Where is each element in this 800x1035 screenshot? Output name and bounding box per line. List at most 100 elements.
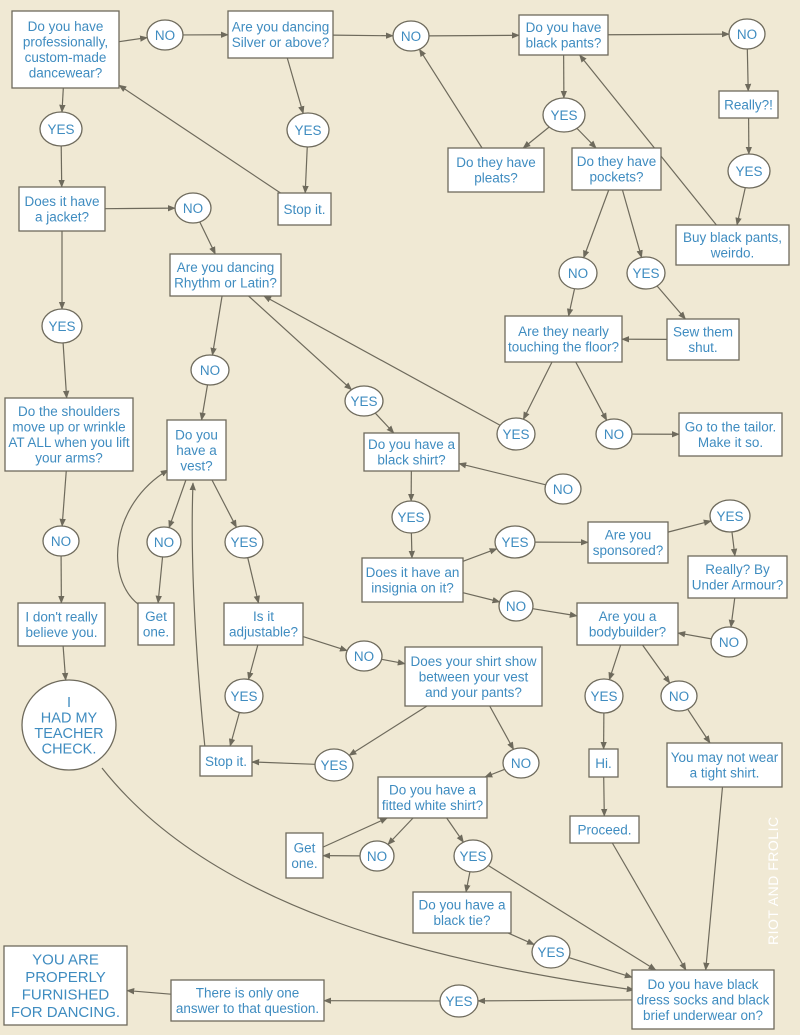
arrow-q_white_shirt-to-no_white	[387, 817, 414, 846]
node-hi: Hi.	[588, 748, 619, 778]
arrow-buy_pants-to-q_black_pants	[579, 54, 717, 226]
node-text: YES	[230, 689, 257, 704]
node-text: NO	[553, 482, 573, 497]
arrow-proceed-to-q_socks	[611, 842, 687, 971]
node-text: dress socks and black	[637, 992, 770, 1007]
arrow-no_vest-to-get_one_1	[155, 556, 164, 604]
node-text: NO	[154, 535, 174, 550]
node-text: YES	[537, 945, 564, 960]
node-text: Are they nearly	[518, 324, 609, 339]
node-text: NO	[367, 849, 387, 864]
arrow-q_pockets-to-no_pockets	[583, 189, 610, 259]
arrow-q_silver-to-no_2	[332, 32, 394, 39]
arrow-no_pockets-to-q_touching	[566, 288, 576, 317]
node-text: Do you have a	[368, 437, 456, 452]
node-text: dancewear?	[29, 66, 103, 81]
node-yes-adjustable: YES	[224, 678, 264, 714]
arrow-tight_shirt-to-q_socks	[703, 786, 724, 971]
arrow-q_insignia-to-no_insignia	[462, 592, 501, 604]
node-text: Buy black pants,	[683, 230, 782, 245]
node-text: Do you	[175, 427, 218, 442]
arrow-q_shirt_show-to-yes_shirt_show	[348, 705, 428, 756]
node-q-custom: Do you haveprofessionally,custom-madedan…	[11, 10, 120, 89]
node-text: pockets?	[589, 170, 643, 185]
arrow-no_rhythm-to-q_vest	[199, 384, 209, 421]
arrow-q_shirt_show-to-no_shirt_show	[489, 705, 515, 751]
arrow-really_ua-to-no_ua	[728, 597, 736, 628]
node-no-black-shirt: NO	[544, 473, 582, 505]
arrow-q_silver-to-yes_silver	[286, 57, 305, 115]
node-yes-bodybuilder: YES	[584, 678, 624, 714]
node-text: I don't really	[25, 610, 98, 625]
node-no-pockets: NO	[558, 256, 598, 290]
node-no-2: NO	[392, 20, 430, 52]
arrow-no_2-to-q_black_pants	[428, 32, 520, 39]
node-no-rhythm: NO	[190, 354, 230, 386]
node-text: shut.	[688, 340, 717, 355]
node-text: YES	[716, 509, 743, 524]
node-text: Go to the tailor.	[685, 420, 777, 435]
node-text: Does it have	[24, 194, 99, 209]
node-yes-jacket: YES	[41, 308, 83, 344]
arrow-stop_1-to-q_custom	[118, 84, 281, 194]
node-text: YES	[632, 266, 659, 281]
node-text: YOU ARE	[32, 952, 99, 969]
credit-text: RIOT AND FROLIC	[765, 816, 781, 945]
node-text: Rhythm or Latin?	[174, 276, 277, 291]
node-text: Under Armour?	[692, 578, 784, 593]
node-text: believe you.	[25, 625, 97, 640]
node-text: Does it have an	[366, 565, 460, 580]
node-no-insignia: NO	[498, 590, 534, 622]
node-text: You may not wear	[671, 750, 779, 765]
arrow-dont_believe-to-teacher	[61, 645, 69, 681]
node-no-vest: NO	[146, 526, 182, 558]
arrow-yes_black_shirt-to-q_insignia	[408, 532, 416, 559]
arrow-q_custom-to-no_1	[118, 35, 149, 43]
node-text: one.	[291, 856, 317, 871]
arrow-no_bodybuilder-to-tight_shirt	[687, 708, 711, 744]
node-text: NO	[200, 363, 220, 378]
node-text: NO	[506, 599, 526, 614]
node-yes-socks: YES	[439, 984, 479, 1018]
arrow-one_answer-to-final_furnished	[126, 987, 172, 995]
node-text: adjustable?	[229, 625, 298, 640]
node-stop-2: Stop it.	[199, 745, 253, 777]
node-yes-shirt-show: YES	[314, 748, 354, 782]
arrow-yes_pants-to-q_pockets	[576, 127, 597, 149]
node-text: and your pants?	[425, 685, 522, 700]
node-yes-1: YES	[39, 111, 83, 147]
arrow-no_jacket-to-q_rhythm	[199, 221, 216, 255]
node-yes-black-shirt: YES	[391, 500, 431, 534]
node-no-shoulders: NO	[42, 525, 80, 557]
arrow-q_socks-to-yes_socks	[477, 997, 633, 1005]
arrow-q_touching-to-yes_touching	[522, 361, 553, 420]
node-text: Do the shoulders	[18, 404, 120, 419]
arrow-yes_tie-to-q_socks	[568, 956, 633, 979]
arrow-yes_pants-to-q_pleats	[522, 126, 550, 149]
node-text: Stop it.	[283, 202, 325, 217]
node-text: NO	[604, 427, 624, 442]
node-text: Get	[145, 609, 167, 624]
node-text: Do you have	[526, 20, 602, 35]
node-text: I	[67, 695, 71, 711]
node-text: NO	[737, 27, 757, 42]
arrow-q_pockets-to-yes_pockets	[621, 189, 643, 259]
arrow-q_insignia-to-yes_insignia	[462, 548, 498, 562]
arrow-no_adjustable-to-q_shirt_show	[381, 658, 406, 666]
node-text: Are you dancing	[232, 20, 330, 35]
node-text: Do you have	[28, 19, 104, 34]
node-text: Proceed.	[577, 822, 631, 837]
node-text: brief underwear on?	[643, 1008, 763, 1023]
node-text: NO	[401, 29, 421, 44]
node-really-1: Really?!	[718, 90, 779, 119]
node-text: Make it so.	[698, 435, 763, 450]
arrow-q_rhythm-to-yes_rhythm	[248, 295, 353, 391]
